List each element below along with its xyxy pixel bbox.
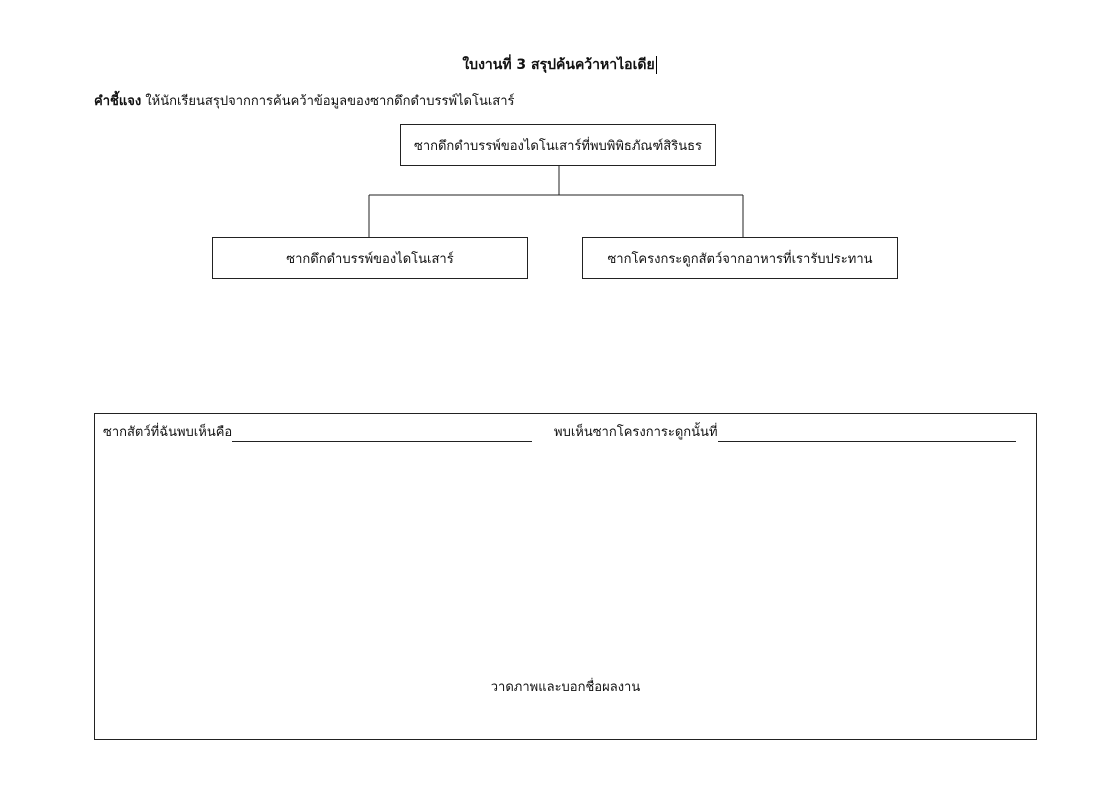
answer-drawing-frame[interactable]: ซากสัตว์ที่ฉันพบเห็นคือ พบเห็นซากโครงการ… (94, 413, 1037, 740)
drawing-caption: วาดภาพและบอกชื่อผลงาน (490, 680, 641, 695)
instruction-line: คำชี้แจง ให้นักเรียนสรุปจากการค้นคว้าข้อ… (94, 92, 515, 112)
instruction-text: ให้นักเรียนสรุปจากการค้นคว้าข้อมูลของซาก… (145, 94, 515, 109)
instruction-label: คำชี้แจง (94, 94, 142, 109)
field-place: พบเห็นซากโครงการะดูกนั้นที่ (554, 424, 1016, 442)
diagram-left-box: ซากดึกดำบรรพ์ของไดโนเสาร์ (212, 237, 528, 279)
diagram-top-box: ซากดึกดำบรรพ์ของไดโนเสาร์ที่พบพิพิธภัณฑ์… (400, 124, 716, 166)
diagram-right-box: ซากโครงกระดูกสัตว์จากอาหารที่เรารับประทา… (582, 237, 898, 279)
worksheet-title: ใบงานที่ 3 สรุปค้นคว้าหาไอเดีย (0, 55, 1119, 75)
field-animal-label: ซากสัตว์ที่ฉันพบเห็นคือ (103, 425, 233, 440)
text-cursor (655, 56, 657, 74)
diagram-top-box-text: ซากดึกดำบรรพ์ของไดโนเสาร์ที่พบพิพิธภัณฑ์… (414, 138, 702, 154)
diagram-left-box-text: ซากดึกดำบรรพ์ของไดโนเสาร์ (286, 251, 454, 267)
field-animal: ซากสัตว์ที่ฉันพบเห็นคือ (103, 424, 533, 442)
diagram-right-box-text: ซากโครงกระดูกสัตว์จากอาหารที่เรารับประทา… (607, 251, 873, 267)
worksheet-title-text: ใบงานที่ 3 สรุปค้นคว้าหาไอเดีย (462, 57, 655, 73)
field-place-blank[interactable] (717, 427, 1016, 442)
field-place-label: พบเห็นซากโครงการะดูกนั้นที่ (554, 425, 718, 440)
field-animal-blank[interactable] (232, 427, 533, 442)
